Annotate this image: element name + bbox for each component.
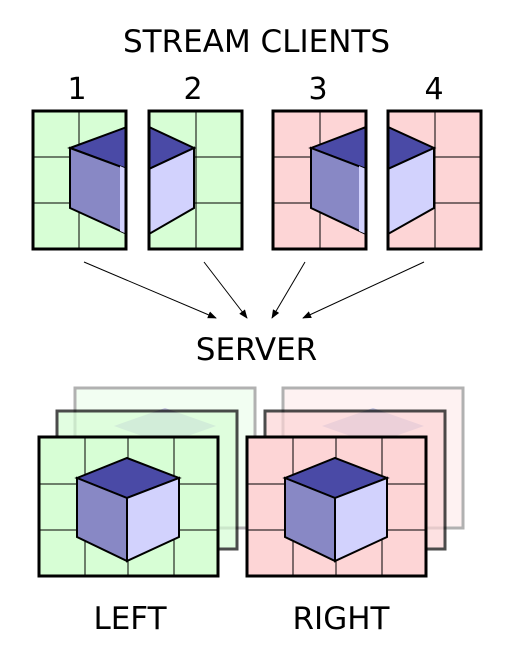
client-3-number: 3 (308, 72, 328, 107)
client-3-frame (271, 109, 368, 251)
left-frame-stack (37, 386, 257, 578)
arrow-client-1 (83, 261, 217, 319)
arrow-client-2 (203, 261, 248, 319)
right-frame-front (245, 435, 428, 578)
left-frame-front (37, 435, 220, 578)
stream-arrows (83, 261, 425, 319)
left-output-label: LEFT (93, 601, 167, 637)
left-cube (74, 456, 182, 563)
client-2-number: 2 (183, 72, 203, 107)
right-frame-stack (245, 386, 465, 578)
client-1-frame (31, 109, 128, 251)
client-2-cube (149, 125, 197, 236)
client-4-cube (388, 125, 437, 236)
server-label: SERVER (195, 332, 318, 368)
client-4-number: 4 (424, 72, 444, 107)
right-cube (282, 456, 390, 563)
client-3-cube (308, 125, 366, 236)
arrow-client-3 (271, 261, 306, 319)
client-4-frame (386, 109, 483, 251)
arrow-client-4 (302, 261, 425, 319)
client-1-number: 1 (67, 72, 87, 107)
client-2-frame (147, 109, 244, 251)
right-output-label: RIGHT (292, 601, 390, 637)
diagram-title: STREAM CLIENTS (123, 24, 390, 60)
